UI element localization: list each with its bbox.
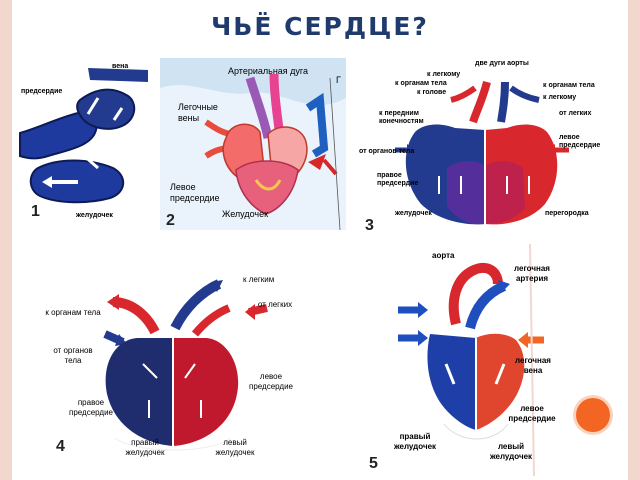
label-arterial-arch: Артериальная дуга bbox=[228, 66, 309, 76]
label-ventricle: желудочек bbox=[76, 212, 113, 219]
label-left-ventricle-4: левый желудочек bbox=[215, 438, 255, 457]
label-two-aortic-arches: две дуги аорты bbox=[475, 60, 529, 67]
label-from-lungs: от легких bbox=[559, 110, 592, 117]
label-pulmonary-veins: Легочные вены bbox=[178, 102, 218, 123]
label-septum: перегородка bbox=[545, 210, 589, 217]
figure-1-fish-heart: вена предсердие желудочек bbox=[18, 58, 148, 228]
label-pulmonary-vein: легочная вена bbox=[515, 356, 551, 375]
label-left-atrium-5: левое предсердие bbox=[508, 404, 556, 423]
figure-number-3: 3 bbox=[365, 217, 374, 234]
label-left-atrium-3: левое предсердие bbox=[559, 134, 601, 149]
figure-5-mammal-heart: аорта легочная артерия легочная вена лев… bbox=[384, 244, 572, 476]
label-to-body-organs-4: к органам тела bbox=[45, 308, 101, 317]
label-to-forelimbs: к передним конечностям bbox=[379, 110, 424, 125]
label-left-atrium: Левое предсердие bbox=[170, 182, 220, 203]
figure-3-reptile-heart: две дуги аорты к легкому к органам тела … bbox=[355, 58, 610, 236]
label-right-atrium-4: правое предсердие bbox=[68, 398, 114, 417]
label-to-body-organs-left: к органам тела bbox=[395, 80, 447, 87]
fish-heart-diagram bbox=[19, 68, 148, 204]
figure-number-5: 5 bbox=[369, 455, 378, 472]
label-to-lungs: к легким bbox=[243, 275, 275, 284]
figure-number-4: 4 bbox=[56, 438, 65, 455]
label-right-ventricle-4: правый желудочек bbox=[125, 438, 165, 457]
label-left-atrium-4: левое предсердие bbox=[248, 372, 294, 391]
label-to-head: к голове bbox=[417, 89, 447, 96]
label-from-lungs-4: от легких bbox=[257, 300, 293, 309]
label-aorta: аорта bbox=[432, 251, 455, 260]
label-ventricle-2: Желудочек bbox=[222, 209, 269, 219]
label-from-body-organs-4: от органов тела bbox=[53, 346, 93, 365]
figure-2-amphibian-heart: Артериальная дуга Г Легочные вены Левое … bbox=[160, 58, 346, 230]
label-pulmonary-artery: легочная артерия bbox=[514, 264, 550, 283]
slide-frame-left bbox=[0, 0, 12, 480]
slide-frame-right bbox=[628, 0, 640, 480]
label-right-ventricle-5: правый желудочек bbox=[393, 432, 437, 451]
label-edge-letter: Г bbox=[336, 75, 341, 85]
label-ventricle-3: желудочек bbox=[395, 210, 432, 217]
figure-number-2: 2 bbox=[166, 212, 175, 229]
amphibian-heart-diagram bbox=[160, 58, 346, 230]
label-atrium: предсердие bbox=[21, 88, 63, 95]
reptile-heart-diagram bbox=[395, 80, 569, 225]
label-right-atrium-3: правое предсердие bbox=[377, 172, 419, 187]
figure-number-1: 1 bbox=[31, 203, 40, 220]
label-left-ventricle-5: левый желудочек bbox=[489, 442, 533, 461]
mammal-heart-diagram bbox=[398, 244, 544, 476]
label-to-body-organs-right: к органам тела bbox=[543, 82, 595, 89]
slide-title: ЧЬЁ СЕРДЦЕ? bbox=[211, 12, 429, 41]
figure-4-bird-heart: к легким к органам тела от легких от орг… bbox=[45, 268, 315, 466]
bird-heart-diagram bbox=[103, 279, 268, 451]
label-vein: вена bbox=[112, 63, 129, 70]
label-to-lung-right: к легкому bbox=[543, 94, 577, 101]
label-to-lung-left: к легкому bbox=[427, 71, 461, 78]
next-slide-button[interactable] bbox=[576, 398, 610, 432]
label-from-body-organs: от органов тела bbox=[359, 148, 415, 155]
